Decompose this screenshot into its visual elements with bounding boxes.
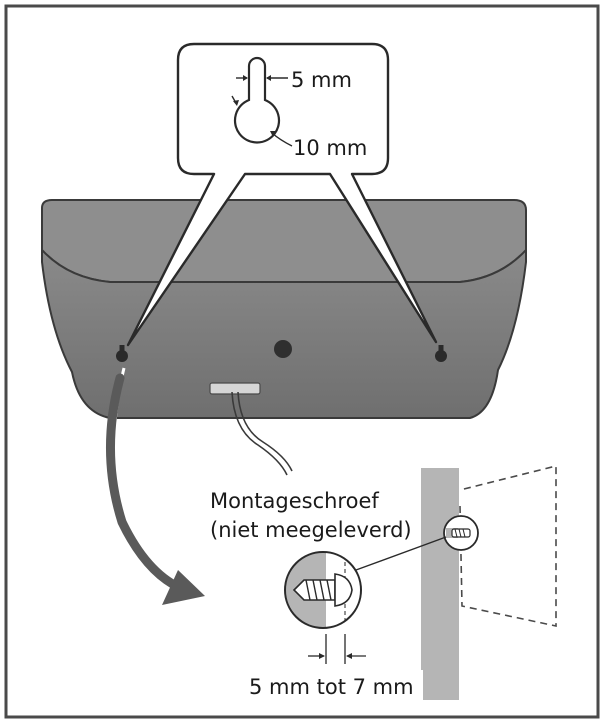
cable xyxy=(231,391,293,476)
cable-outlet xyxy=(209,382,261,395)
screw-label-line1: Montageschroef xyxy=(210,489,379,513)
depth-dimension xyxy=(308,634,366,664)
depth-label-bg xyxy=(245,670,423,700)
direction-arrow xyxy=(105,367,205,605)
depth-label: 5 mm tot 7 mm xyxy=(249,675,414,699)
dashed-device-outline xyxy=(459,464,557,627)
right-keyhole xyxy=(435,345,447,362)
keyhole-shape xyxy=(233,56,281,144)
left-keyhole xyxy=(116,345,128,362)
keyhole-callout: 5 mm 10 mm xyxy=(126,42,438,347)
hole-diameter-label: 10 mm xyxy=(293,136,367,160)
device-top-surface xyxy=(41,199,527,283)
screw-label-line2: (niet meegeleverd) xyxy=(210,518,412,542)
wall-section xyxy=(421,468,459,700)
center-hole xyxy=(274,340,292,358)
zoom-leader-line xyxy=(355,536,447,571)
small-screw-circle xyxy=(443,515,479,551)
hole-width-label: 5 mm xyxy=(291,68,352,92)
